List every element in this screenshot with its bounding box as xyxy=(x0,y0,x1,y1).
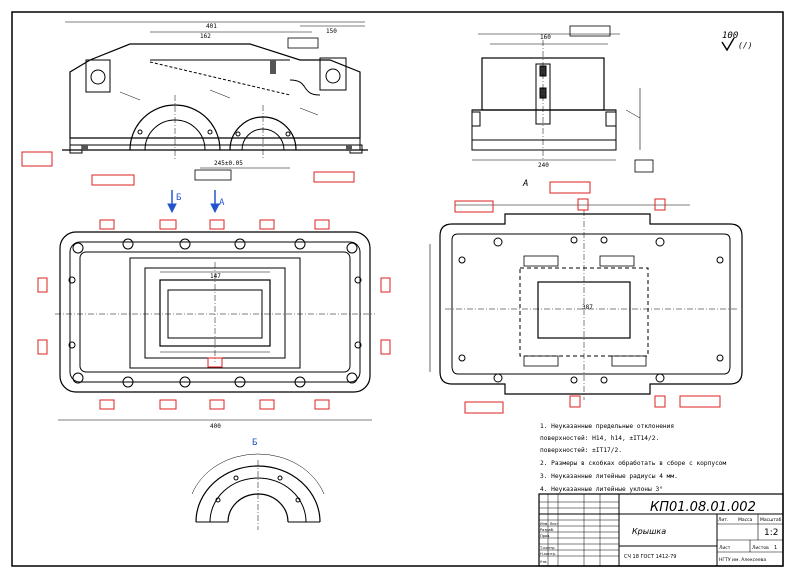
dim-front-mid: 245±0.05 xyxy=(214,160,243,167)
plan-view xyxy=(55,231,375,421)
tb-row-label: Разраб. xyxy=(540,528,554,532)
front-view xyxy=(62,21,368,181)
note-line: поверхностей: H14, h14, ±IT14/2. xyxy=(540,434,659,442)
dim-plan-width: 400 xyxy=(210,423,221,430)
dim-side-base: 240 xyxy=(538,162,549,169)
dim-front-right: 150 xyxy=(326,28,337,35)
note-line: поверхностей: ±IT17/2. xyxy=(540,446,622,454)
title-block: КП01.08.01.002 Крышка СЧ 18 ГОСТ 1412-79… xyxy=(538,493,784,567)
dim-plan-inner: 147 xyxy=(210,273,221,280)
technical-notes: 1. Неуказанные предельные отклонения пов… xyxy=(540,423,727,493)
note-line: 2. Размеры в скобках обработать в сборе … xyxy=(540,459,727,467)
tb-row-label: Утв. xyxy=(540,560,548,564)
scale-value: 1:2 xyxy=(764,528,778,538)
part-name: Крышка xyxy=(632,527,666,536)
sheets-count: 1 xyxy=(774,545,777,551)
roughness-value: 100 xyxy=(722,31,738,41)
roughness-paren: (/) xyxy=(738,41,752,50)
view-a-red-callouts xyxy=(454,181,721,414)
view-a-label: А xyxy=(522,179,528,189)
view-a-holes xyxy=(458,236,724,384)
view-arrows xyxy=(167,190,220,214)
tb-row-label: Изм. Лист xyxy=(540,522,559,526)
plan-bolt-holes xyxy=(68,238,362,388)
mass-label: Масса xyxy=(738,517,753,523)
tb-row-label: Н.контр. xyxy=(540,552,556,556)
tb-row-label: Пров. xyxy=(540,534,550,538)
part-material: СЧ 18 ГОСТ 1412-79 xyxy=(624,554,676,560)
arrow-a-label: А xyxy=(219,198,225,208)
dim-front-overall: 401 xyxy=(206,23,217,30)
tb-row-label: Т.контр. xyxy=(539,546,556,550)
dim-front-upper: 162 xyxy=(200,33,211,40)
roughness-check-icon xyxy=(721,37,735,52)
plan-red-tolerance-frames xyxy=(37,219,391,410)
sheets-label: Листов xyxy=(752,545,769,551)
front-view-red-callouts xyxy=(21,151,355,186)
organization: НГТУ им. Алексеева xyxy=(719,557,766,563)
note-line: 4. Неуказанные литейные уклоны 3° xyxy=(540,485,663,493)
section-b-label: Б xyxy=(252,438,257,448)
note-line: 1. Неуказанные предельные отклонения xyxy=(540,423,674,430)
section-b xyxy=(191,453,325,530)
lit-label: Лит. xyxy=(718,517,728,523)
sheet-label: Лист xyxy=(719,545,731,551)
arrow-b-label: Б xyxy=(176,193,181,203)
side-view xyxy=(471,25,654,173)
dim-side-top: 160 xyxy=(540,34,551,41)
scale-label: Масштаб xyxy=(760,517,782,523)
note-line: 3. Неуказанные литейные радиусы 4 мм. xyxy=(540,472,678,480)
drawing-designation: КП01.08.01.002 xyxy=(650,500,756,515)
view-a xyxy=(429,204,743,400)
dim-right-width: 387 xyxy=(582,304,593,311)
